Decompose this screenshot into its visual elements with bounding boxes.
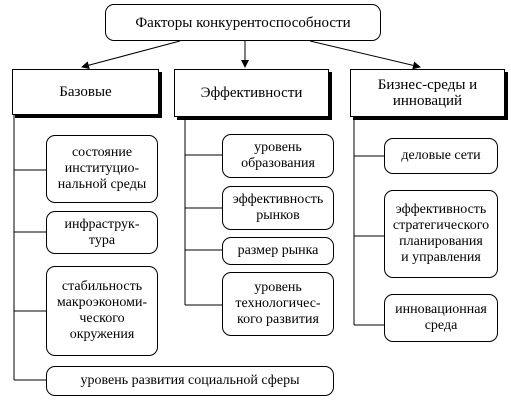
item-market-efficiency: эффективность рынков (222, 186, 334, 230)
item-business-networks: деловые сети (384, 138, 498, 174)
item-technological-development: уровень технологичес- кого развития (222, 272, 334, 336)
category-efficiency: Эффективности (174, 69, 329, 117)
root-title-box: Факторы конкурентоспособности (105, 4, 381, 41)
item-macroeconomic-stability: стабильность макроэкономи- ческого окруж… (46, 266, 158, 356)
category-business-innovation: Бизнес-среды и инноваций (350, 69, 505, 117)
item-institutional-environment: состояние институцио- нальной среды (46, 135, 158, 203)
item-social-sphere: уровень развития социальной сферы (46, 366, 334, 396)
item-education-level: уровень образования (222, 134, 334, 178)
arrow-root-to-business (309, 40, 421, 70)
item-strategic-planning: эффективность стратегического планирован… (384, 190, 498, 278)
item-infrastructure: инфраструк- тура (46, 211, 158, 254)
category-basic: Базовые (12, 69, 159, 115)
item-innovation-environment: инновационная среда (384, 294, 498, 342)
arrow-root-to-basic (81, 40, 181, 70)
item-market-size: размер рынка (222, 237, 334, 265)
